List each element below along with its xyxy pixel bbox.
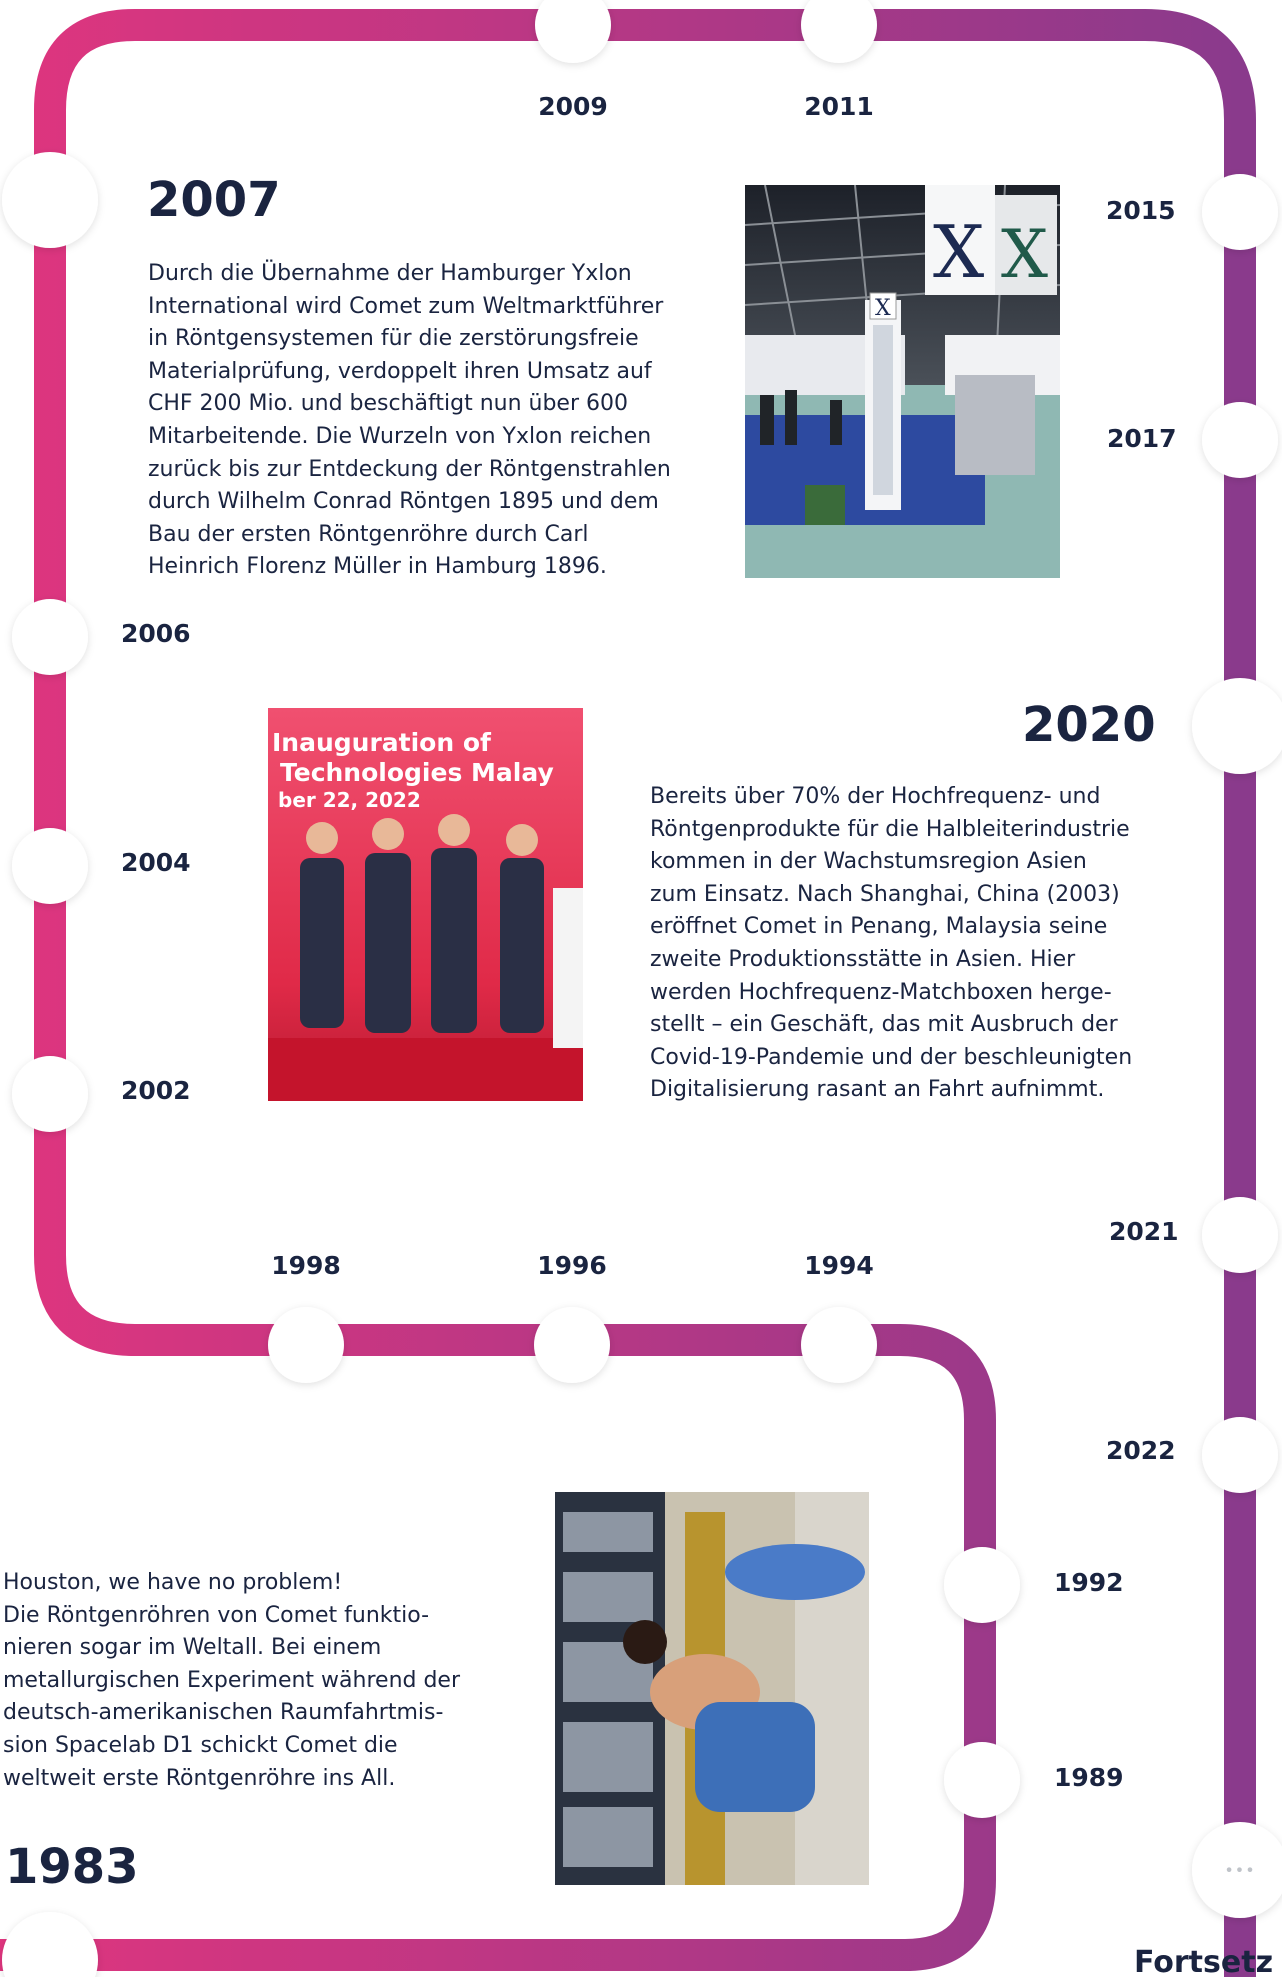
year-label-1998: 1998 <box>271 1251 341 1280</box>
year-label-2017: 2017 <box>1107 424 1177 453</box>
entry-2020-text: Bereits über 70% der Hochfrequenz- und R… <box>650 784 1133 1103</box>
year-label-1994: 1994 <box>804 1251 874 1280</box>
entry-1983-year: 1983 <box>5 1839 139 1895</box>
year-label-2002: 2002 <box>121 1076 191 1105</box>
yxlon-booth-photo: X X X <box>745 185 1060 578</box>
node-2007 <box>2 152 98 248</box>
node-1992 <box>944 1547 1020 1623</box>
node-2017 <box>1202 402 1278 478</box>
inauguration-banner-line2: Technologies Malay <box>280 758 554 787</box>
year-label-2009: 2009 <box>538 92 608 121</box>
more-icon[interactable]: ••• <box>1224 1860 1256 1880</box>
timeline-path <box>0 9 1256 1977</box>
node-2022 <box>1202 1417 1278 1493</box>
year-label-2015: 2015 <box>1106 196 1176 225</box>
svg-text:X: X <box>933 210 984 294</box>
entry-1983-text: Houston, we have no problem! Die Röntgen… <box>3 1570 461 1791</box>
year-label-1996: 1996 <box>537 1251 607 1280</box>
node-more <box>1192 1822 1282 1918</box>
node-2006 <box>12 599 88 675</box>
inauguration-banner-line3: ber 22, 2022 <box>278 788 421 812</box>
year-label-2021: 2021 <box>1109 1217 1179 1246</box>
node-1996 <box>534 1307 610 1383</box>
year-label-1989: 1989 <box>1054 1763 1124 1792</box>
svg-text:X: X <box>875 296 891 321</box>
year-label-2022: 2022 <box>1106 1436 1176 1465</box>
inauguration-photo: Inauguration of Technologies Malay ber 2… <box>268 708 583 1101</box>
year-label-2006: 2006 <box>121 619 191 648</box>
inauguration-banner-line1: Inauguration of <box>272 728 491 757</box>
node-2015 <box>1202 174 1278 250</box>
continue-label[interactable]: Fortsetz <box>1134 1945 1274 1980</box>
year-label-2004: 2004 <box>121 848 191 877</box>
node-1983 <box>2 1912 98 1977</box>
year-label-2011: 2011 <box>804 92 874 121</box>
entry-2020-year: 2020 <box>1022 697 1156 753</box>
node-1994 <box>801 1307 877 1383</box>
node-1989 <box>944 1742 1020 1818</box>
node-2011 <box>801 0 877 63</box>
node-1998 <box>268 1307 344 1383</box>
entry-2007-text: Durch die Übernahme der Hamburger Yxlon … <box>148 261 671 580</box>
node-2021 <box>1202 1197 1278 1273</box>
entry-2007-year: 2007 <box>147 172 281 228</box>
node-2002 <box>12 1056 88 1132</box>
spacelab-photo <box>555 1492 869 1885</box>
year-label-1992: 1992 <box>1054 1568 1124 1597</box>
node-2004 <box>12 828 88 904</box>
node-2020 <box>1192 678 1282 774</box>
svg-text:X: X <box>1001 216 1048 293</box>
node-2009 <box>535 0 611 63</box>
